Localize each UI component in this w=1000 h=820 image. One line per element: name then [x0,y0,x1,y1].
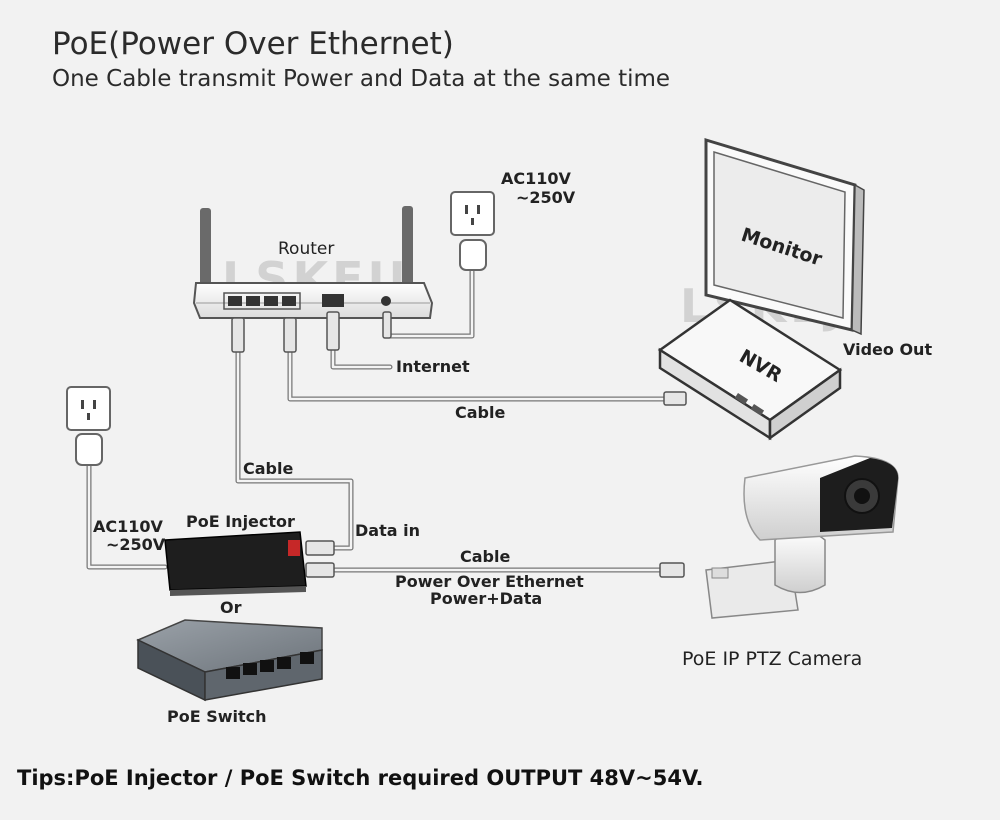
camera-label: PoE IP PTZ Camera [682,648,862,670]
ac-left-label-line2: ~250V [106,535,166,554]
ac-outlet-top-icon [450,191,495,271]
poe-switch-icon [136,619,323,702]
cables [86,267,668,573]
poe-switch-label: PoE Switch [167,707,267,726]
tips-note: Tips:PoE Injector / PoE Switch required … [17,766,704,790]
router-label: Router [278,239,334,259]
monitor-icon [704,137,865,336]
poe-label-line1: Power Over Ethernet [395,572,584,591]
ac-top-label-line2: ~250V [516,188,576,207]
ac-top-label-line1: AC110V [501,169,572,188]
poe-injector-label: PoE Injector [186,512,295,531]
cable-nvr-label: Cable [455,403,505,422]
or-label: Or [220,598,242,617]
video-out-label: Video Out [843,340,932,359]
cable-camera-label: Cable [460,547,510,566]
cable-vertical-label: Cable [243,459,293,478]
poe-injector-icon [164,531,335,596]
ptz-camera-icon [659,455,899,619]
page-subtitle: One Cable transmit Power and Data at the… [52,66,671,92]
ac-left-label-line1: AC110V [93,517,164,536]
page-title: PoE(Power Over Ethernet) [52,26,454,62]
nvr-icon [657,298,843,441]
ac-outlet-left-icon [66,386,111,466]
internet-label: Internet [396,357,470,376]
poe-label-line2: Power+Data [430,589,542,608]
data-in-label: Data in [355,521,420,540]
router-icon [192,206,434,353]
